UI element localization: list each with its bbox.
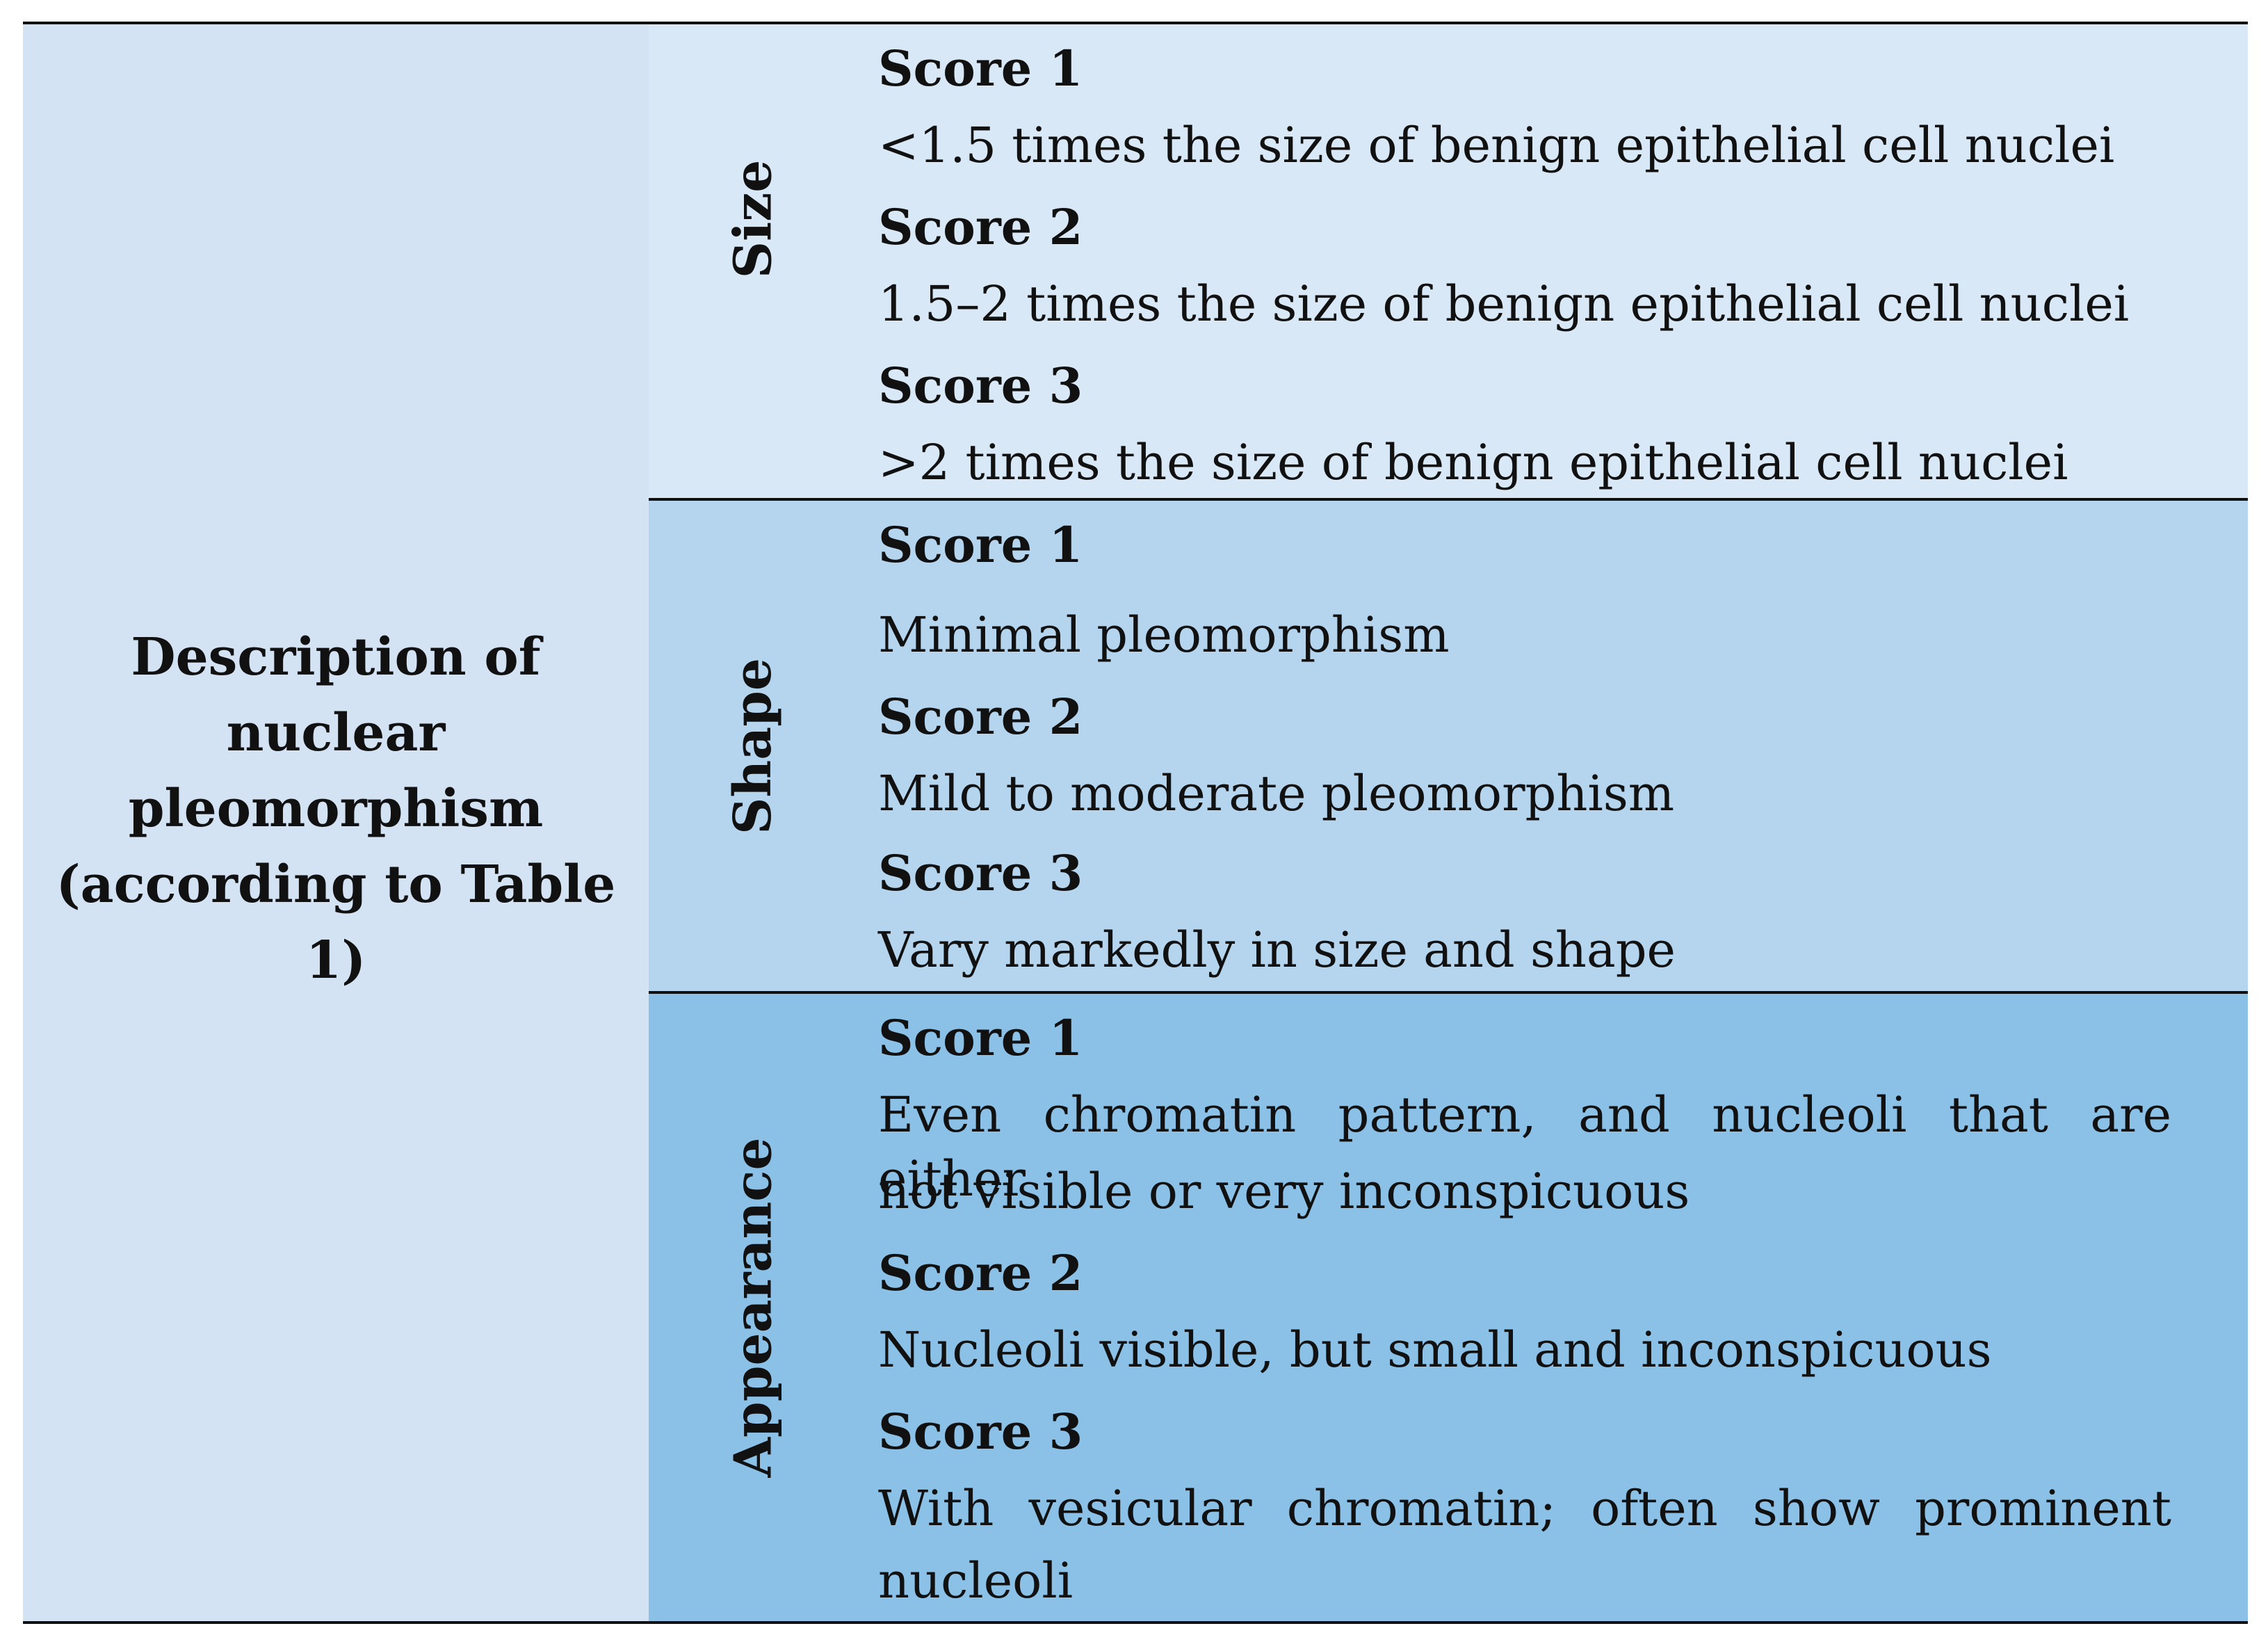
size-label: Size — [723, 159, 783, 279]
row-header-line: (according to Table 1) — [56, 854, 616, 990]
row-header-label: Description of nuclear pleomorphism (acc… — [37, 620, 635, 999]
shape-label: Shape — [722, 657, 783, 835]
appearance-label: Appearance — [723, 1137, 783, 1478]
size-shape-divider — [649, 498, 2248, 501]
appearance-score-2-title: Score 2 — [878, 1244, 1083, 1302]
size-score-2-text: 1.5–2 times the size of benign epithelia… — [878, 275, 2130, 332]
size-score-1-title: Score 1 — [878, 40, 1083, 97]
shape-appearance-divider — [649, 991, 2248, 994]
appearance-score-1-text-line: Even chromatin pattern, and nucleoli tha… — [878, 1086, 2171, 1207]
appearance-score-3-text-line: With vesicular chromatin; often show pro… — [878, 1480, 2171, 1537]
appearance-score-2-text: Nucleoli visible, but small and inconspi… — [878, 1321, 1992, 1378]
row-header-line: pleomorphism — [128, 778, 544, 839]
row-header-line: Description of — [131, 627, 541, 687]
shape-score-2-text: Mild to moderate pleomorphism — [878, 765, 1675, 822]
table-bottom-rule — [23, 1621, 2248, 1624]
appearance-label-cell: Appearance — [649, 994, 857, 1621]
shape-score-1-title: Score 1 — [878, 516, 1083, 574]
size-score-1-text: <1.5 times the size of benign epithelial… — [878, 117, 2115, 174]
shape-section: Shape Score 1 Minimal pleomorphism Score… — [649, 501, 2248, 991]
shape-score-1-text: Minimal pleomorphism — [878, 606, 1450, 663]
row-header-line: nuclear — [226, 702, 446, 763]
shape-score-2-title: Score 2 — [878, 688, 1083, 746]
table-top-rule — [23, 22, 2248, 24]
size-section: Size Score 1 <1.5 times the size of beni… — [649, 24, 2248, 498]
shape-score-3-title: Score 3 — [878, 844, 1083, 902]
appearance-score-3-title: Score 3 — [878, 1403, 1083, 1460]
size-score-3-text: >2 times the size of benign epithelial c… — [878, 434, 2068, 491]
size-score-2-title: Score 2 — [878, 198, 1083, 256]
size-score-3-title: Score 3 — [878, 357, 1083, 414]
size-label-cell: Size — [649, 24, 857, 414]
shape-score-3-text: Vary markedly in size and shape — [878, 921, 1676, 979]
row-header-cell: Description of nuclear pleomorphism (acc… — [23, 24, 649, 1621]
appearance-score-1-text-line: not visible or very inconspicuous — [878, 1163, 1690, 1220]
appearance-score-1-title: Score 1 — [878, 1009, 1083, 1067]
appearance-section: Appearance Score 1 Even chromatin patter… — [649, 994, 2248, 1621]
appearance-score-3-text-line: nucleoli — [878, 1552, 1074, 1609]
shape-label-cell: Shape — [649, 501, 857, 991]
